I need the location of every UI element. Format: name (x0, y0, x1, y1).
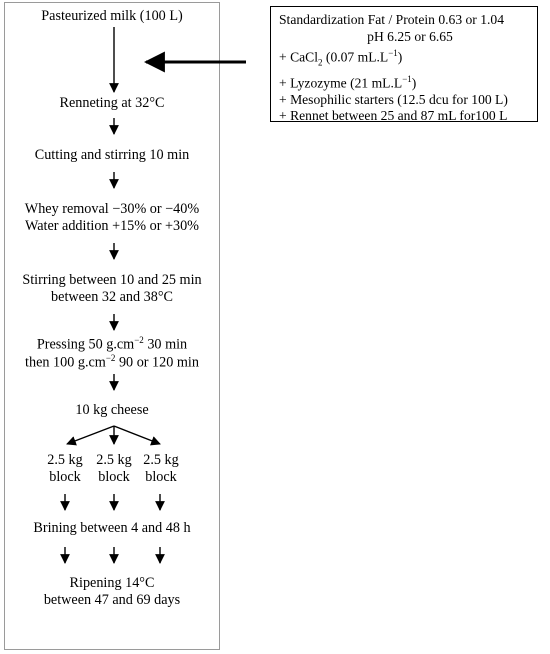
block-right: 2.5 kg block (136, 452, 186, 486)
process-lane (4, 2, 220, 650)
standardization-starters: + Mesophilic starters (12.5 dcu for 100 … (279, 91, 508, 107)
block-label: block (49, 469, 81, 485)
step-stirring: Stirring between 10 and 25 min (22, 272, 202, 288)
block-middle: 2.5 kg block (89, 452, 139, 486)
arrow-cheese-block-right (113, 425, 161, 446)
step-renneting: Renneting at 32°C (59, 95, 165, 111)
standardization-rennet: + Rennet between 25 and 87 mL for100 L (279, 108, 508, 124)
step-cutting: Cutting and stirring 10 min (34, 147, 190, 163)
standardization-ph: pH 6.25 or 6.65 (367, 28, 453, 44)
step-whey-removal: Whey removal −30% or −40% (24, 201, 200, 217)
block-weight: 2.5 kg (47, 452, 83, 468)
step-stirring-temperature: between 32 and 38°C (51, 289, 173, 305)
block-left: 2.5 kg block (40, 452, 90, 486)
arrow-cheese-block-left (66, 425, 115, 446)
standardization-box: Standardization Fat / Protein 0.63 or 1.… (270, 6, 538, 124)
block-weight: 2.5 kg (143, 452, 179, 468)
standardization-cacl2: + CaCl2 (0.07 mL.L−1) (279, 48, 403, 68)
step-ripening-duration: between 47 and 69 days (43, 592, 181, 608)
step-pressing: Pressing 50 g.cm−2 30 min (36, 335, 188, 353)
step-ripening: Ripening 14°C (69, 575, 155, 591)
step-water-addition: Water addition +15% or +30% (24, 218, 200, 234)
standardization-title: Standardization Fat / Protein 0.63 or 1.… (279, 12, 505, 27)
step-pressing-second: then 100 g.cm−2 90 or 120 min (25, 353, 199, 371)
block-weight: 2.5 kg (96, 452, 132, 468)
block-label: block (98, 469, 130, 485)
standardization-lysozyme: + Lyzozyme (21 mL.L−1) (279, 73, 417, 91)
step-brining: Brining between 4 and 48 h (33, 520, 191, 536)
step-cheese: 10 kg cheese (75, 402, 149, 418)
block-label: block (145, 469, 177, 485)
step-pasteurized-milk: Pasteurized milk (100 L) (41, 8, 183, 24)
